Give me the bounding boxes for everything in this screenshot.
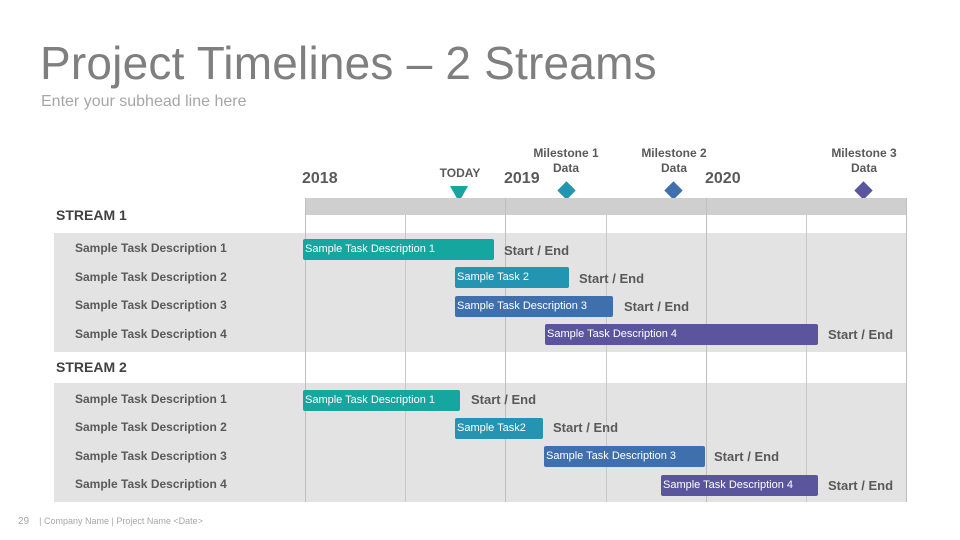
stream-1-task-2-label: Sample Task Description 2 (75, 270, 227, 284)
stream-1-label: STREAM 1 (56, 207, 127, 223)
stream-2-task-2-label: Sample Task Description 2 (75, 420, 227, 434)
milestone-2-line2: Data (660, 161, 687, 175)
stream-2-task-1-start-end: Start / End (471, 392, 537, 407)
milestone-2-diamond-icon (664, 181, 683, 200)
stream-1-task-2-bar[interactable]: Sample Task 2 (455, 267, 569, 288)
milestone-1-diamond-icon (557, 181, 576, 200)
stream-1-task-3-start-end: Start / End (624, 299, 690, 314)
slide-footer: 29 | Company Name | Project Name <Date> (18, 516, 203, 527)
today-label: TODAY (439, 166, 481, 180)
stream-1-task-1-bar[interactable]: Sample Task Description 1 (303, 239, 494, 260)
page-number: 29 (18, 516, 30, 527)
stream-2-task-1-label: Sample Task Description 1 (75, 392, 227, 406)
stream-1-task-2-start-end: Start / End (579, 271, 645, 286)
stream-2-task-4-label: Sample Task Description 4 (75, 477, 227, 491)
page-subtitle: Enter your subhead line here (41, 93, 247, 110)
grid-line (806, 215, 807, 502)
stream-1-task-1-start-end: Start / End (504, 243, 570, 258)
grid-line (906, 198, 907, 502)
grid-line (405, 215, 406, 502)
milestone-3-line2: Data (850, 161, 877, 175)
stream-2-task-4-start-end: Start / End (828, 478, 894, 493)
milestone-3-line1: Milestone 3 (831, 146, 897, 160)
milestone-2-label: Milestone 2 Data (629, 146, 719, 176)
footer-text: | Company Name | Project Name <Date> (39, 516, 203, 526)
stream-2-task-3-bar[interactable]: Sample Task Description 3 (544, 446, 705, 467)
milestone-1-line1: Milestone 1 (533, 146, 599, 160)
year-2020-label: 2020 (705, 170, 741, 187)
milestone-1-label: Milestone 1 Data (521, 146, 611, 176)
stream-2-task-2-bar[interactable]: Sample Task2 (455, 418, 543, 439)
milestone-1-line2: Data (552, 161, 579, 175)
stream-1-task-4-start-end: Start / End (828, 327, 894, 342)
stream-2-task-1-bar[interactable]: Sample Task Description 1 (303, 390, 460, 411)
milestone-3-label: Milestone 3 Data (819, 146, 909, 176)
year-2018-label: 2018 (302, 170, 338, 187)
year-2019-label: 2019 (504, 170, 540, 187)
stream-1-task-1-label: Sample Task Description 1 (75, 241, 227, 255)
grid-line (505, 198, 506, 502)
timeline-header-bar (305, 198, 907, 215)
stream-1-task-4-label: Sample Task Description 4 (75, 327, 227, 341)
stream-2-task-3-start-end: Start / End (714, 449, 780, 464)
stream-2-label: STREAM 2 (56, 359, 127, 375)
milestone-2-line1: Milestone 2 (641, 146, 707, 160)
stream-1-task-3-bar[interactable]: Sample Task Description 3 (455, 296, 613, 317)
page-title: Project Timelines – 2 Streams (40, 37, 657, 89)
grid-line (606, 215, 607, 502)
grid-line (305, 198, 306, 502)
stream-2-task-4-bar[interactable]: Sample Task Description 4 (661, 475, 818, 496)
grid-line (706, 198, 707, 502)
milestone-3-diamond-icon (854, 181, 873, 200)
stream-2-task-2-start-end: Start / End (553, 420, 619, 435)
stream-2-task-3-label: Sample Task Description 3 (75, 449, 227, 463)
stream-1-task-4-bar[interactable]: Sample Task Description 4 (545, 324, 818, 345)
stream-1-task-3-label: Sample Task Description 3 (75, 298, 227, 312)
